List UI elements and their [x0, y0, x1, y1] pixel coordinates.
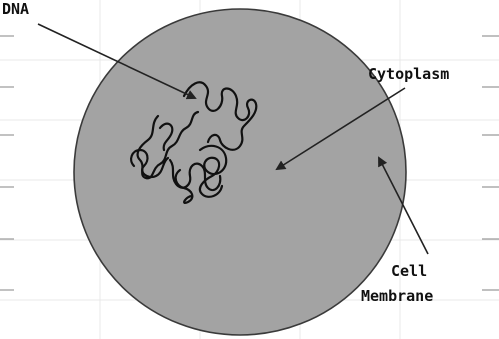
cell-membrane-label-line1: Cell: [391, 262, 427, 280]
left-ruled-lines: [0, 36, 14, 290]
cytoplasm-label: Cytoplasm: [368, 65, 449, 83]
cell-membrane-label-line2: Membrane: [361, 287, 433, 305]
dna-label: DNA: [2, 0, 29, 18]
cell-body: [74, 9, 406, 335]
right-ruled-lines: [482, 36, 499, 290]
